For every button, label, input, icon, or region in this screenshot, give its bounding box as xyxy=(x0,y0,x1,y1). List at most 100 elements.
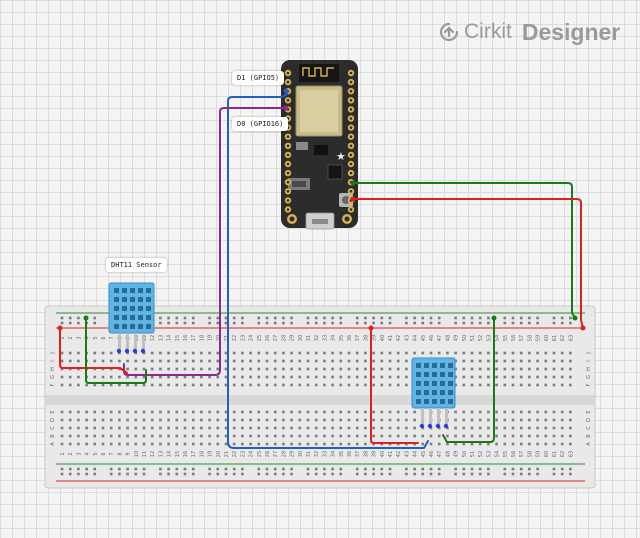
rail-hole[interactable] xyxy=(142,472,146,476)
rail-hole[interactable] xyxy=(487,472,490,476)
breadboard-hole[interactable] xyxy=(528,418,531,422)
breadboard-hole[interactable] xyxy=(569,434,572,438)
rail-hole[interactable] xyxy=(216,321,220,325)
dht11-sensor-left[interactable] xyxy=(108,282,155,349)
rail-hole[interactable] xyxy=(282,316,285,320)
breadboard-hole[interactable] xyxy=(241,442,244,446)
breadboard-hole[interactable] xyxy=(216,351,220,355)
rail-hole[interactable] xyxy=(511,467,515,471)
breadboard-hole[interactable] xyxy=(265,410,269,414)
rail-hole[interactable] xyxy=(159,316,162,320)
breadboard-hole[interactable] xyxy=(487,375,490,379)
breadboard-hole[interactable] xyxy=(298,418,302,422)
breadboard-hole[interactable] xyxy=(142,351,146,355)
breadboard-hole[interactable] xyxy=(93,375,97,379)
breadboard-hole[interactable] xyxy=(536,359,539,363)
breadboard-hole[interactable] xyxy=(503,359,507,363)
rail-hole[interactable] xyxy=(339,321,343,325)
rail-hole[interactable] xyxy=(265,467,269,471)
breadboard-hole[interactable] xyxy=(68,442,72,446)
breadboard-hole[interactable] xyxy=(224,434,228,438)
breadboard-hole[interactable] xyxy=(503,426,507,430)
breadboard-hole[interactable] xyxy=(519,375,523,379)
rail-hole[interactable] xyxy=(429,472,433,476)
breadboard-hole[interactable] xyxy=(462,383,466,387)
breadboard-hole[interactable] xyxy=(314,442,318,446)
breadboard-hole[interactable] xyxy=(519,434,523,438)
rail-hole[interactable] xyxy=(355,316,359,320)
breadboard-hole[interactable] xyxy=(364,383,367,387)
breadboard-hole[interactable] xyxy=(109,426,113,430)
rail-hole[interactable] xyxy=(159,467,162,471)
rail-hole[interactable] xyxy=(380,472,384,476)
breadboard-hole[interactable] xyxy=(93,434,97,438)
breadboard-hole[interactable] xyxy=(150,418,154,422)
breadboard-hole[interactable] xyxy=(241,434,244,438)
rail-hole[interactable] xyxy=(487,467,490,471)
breadboard-hole[interactable] xyxy=(191,367,195,371)
breadboard-hole[interactable] xyxy=(118,383,121,387)
breadboard-hole[interactable] xyxy=(241,367,244,371)
breadboard-hole[interactable] xyxy=(200,410,203,414)
breadboard-hole[interactable] xyxy=(282,375,285,379)
breadboard-hole[interactable] xyxy=(487,383,490,387)
breadboard-hole[interactable] xyxy=(60,442,64,446)
breadboard-hole[interactable] xyxy=(560,410,564,414)
breadboard-hole[interactable] xyxy=(126,367,129,371)
breadboard-hole[interactable] xyxy=(282,410,285,414)
rail-hole[interactable] xyxy=(282,321,285,325)
breadboard-hole[interactable] xyxy=(364,434,367,438)
breadboard-hole[interactable] xyxy=(290,434,293,438)
rail-hole[interactable] xyxy=(191,472,195,476)
breadboard-hole[interactable] xyxy=(216,426,220,430)
breadboard-hole[interactable] xyxy=(339,442,343,446)
breadboard-hole[interactable] xyxy=(68,359,72,363)
breadboard-hole[interactable] xyxy=(446,351,449,355)
breadboard-hole[interactable] xyxy=(396,426,400,430)
wire-left-sensor-power[interactable] xyxy=(59,327,128,374)
breadboard-hole[interactable] xyxy=(282,426,285,430)
breadboard-hole[interactable] xyxy=(552,359,556,363)
breadboard-hole[interactable] xyxy=(552,426,556,430)
breadboard-hole[interactable] xyxy=(216,442,220,446)
breadboard-hole[interactable] xyxy=(241,359,244,363)
breadboard-hole[interactable] xyxy=(454,375,457,379)
breadboard-hole[interactable] xyxy=(388,410,392,414)
rail-hole[interactable] xyxy=(290,467,293,471)
breadboard-hole[interactable] xyxy=(446,434,449,438)
rail-hole[interactable] xyxy=(159,472,162,476)
breadboard-hole[interactable] xyxy=(167,359,170,363)
rail-hole[interactable] xyxy=(405,321,408,325)
breadboard-hole[interactable] xyxy=(569,410,572,414)
rail-hole[interactable] xyxy=(232,467,236,471)
breadboard-hole[interactable] xyxy=(109,434,113,438)
rail-hole[interactable] xyxy=(134,467,138,471)
breadboard-hole[interactable] xyxy=(569,383,572,387)
breadboard-hole[interactable] xyxy=(519,426,523,430)
rail-hole[interactable] xyxy=(470,472,474,476)
breadboard-hole[interactable] xyxy=(150,442,154,446)
rail-hole[interactable] xyxy=(290,316,293,320)
breadboard-hole[interactable] xyxy=(134,367,138,371)
breadboard-hole[interactable] xyxy=(314,383,318,387)
rail-hole[interactable] xyxy=(470,316,474,320)
rail-hole[interactable] xyxy=(388,472,392,476)
breadboard-hole[interactable] xyxy=(167,410,170,414)
rail-hole[interactable] xyxy=(93,321,97,325)
breadboard-hole[interactable] xyxy=(175,442,179,446)
breadboard-hole[interactable] xyxy=(372,410,375,414)
breadboard-hole[interactable] xyxy=(265,375,269,379)
rail-hole[interactable] xyxy=(454,467,457,471)
rail-hole[interactable] xyxy=(85,467,88,471)
breadboard-hole[interactable] xyxy=(470,410,474,414)
rail-hole[interactable] xyxy=(167,321,170,325)
rail-hole[interactable] xyxy=(323,321,326,325)
breadboard-hole[interactable] xyxy=(109,359,113,363)
breadboard-hole[interactable] xyxy=(150,426,154,430)
rail-hole[interactable] xyxy=(191,316,195,320)
rail-hole[interactable] xyxy=(93,467,97,471)
breadboard-hole[interactable] xyxy=(495,434,498,438)
breadboard-hole[interactable] xyxy=(454,426,457,430)
breadboard-hole[interactable] xyxy=(552,351,556,355)
breadboard-hole[interactable] xyxy=(183,426,187,430)
